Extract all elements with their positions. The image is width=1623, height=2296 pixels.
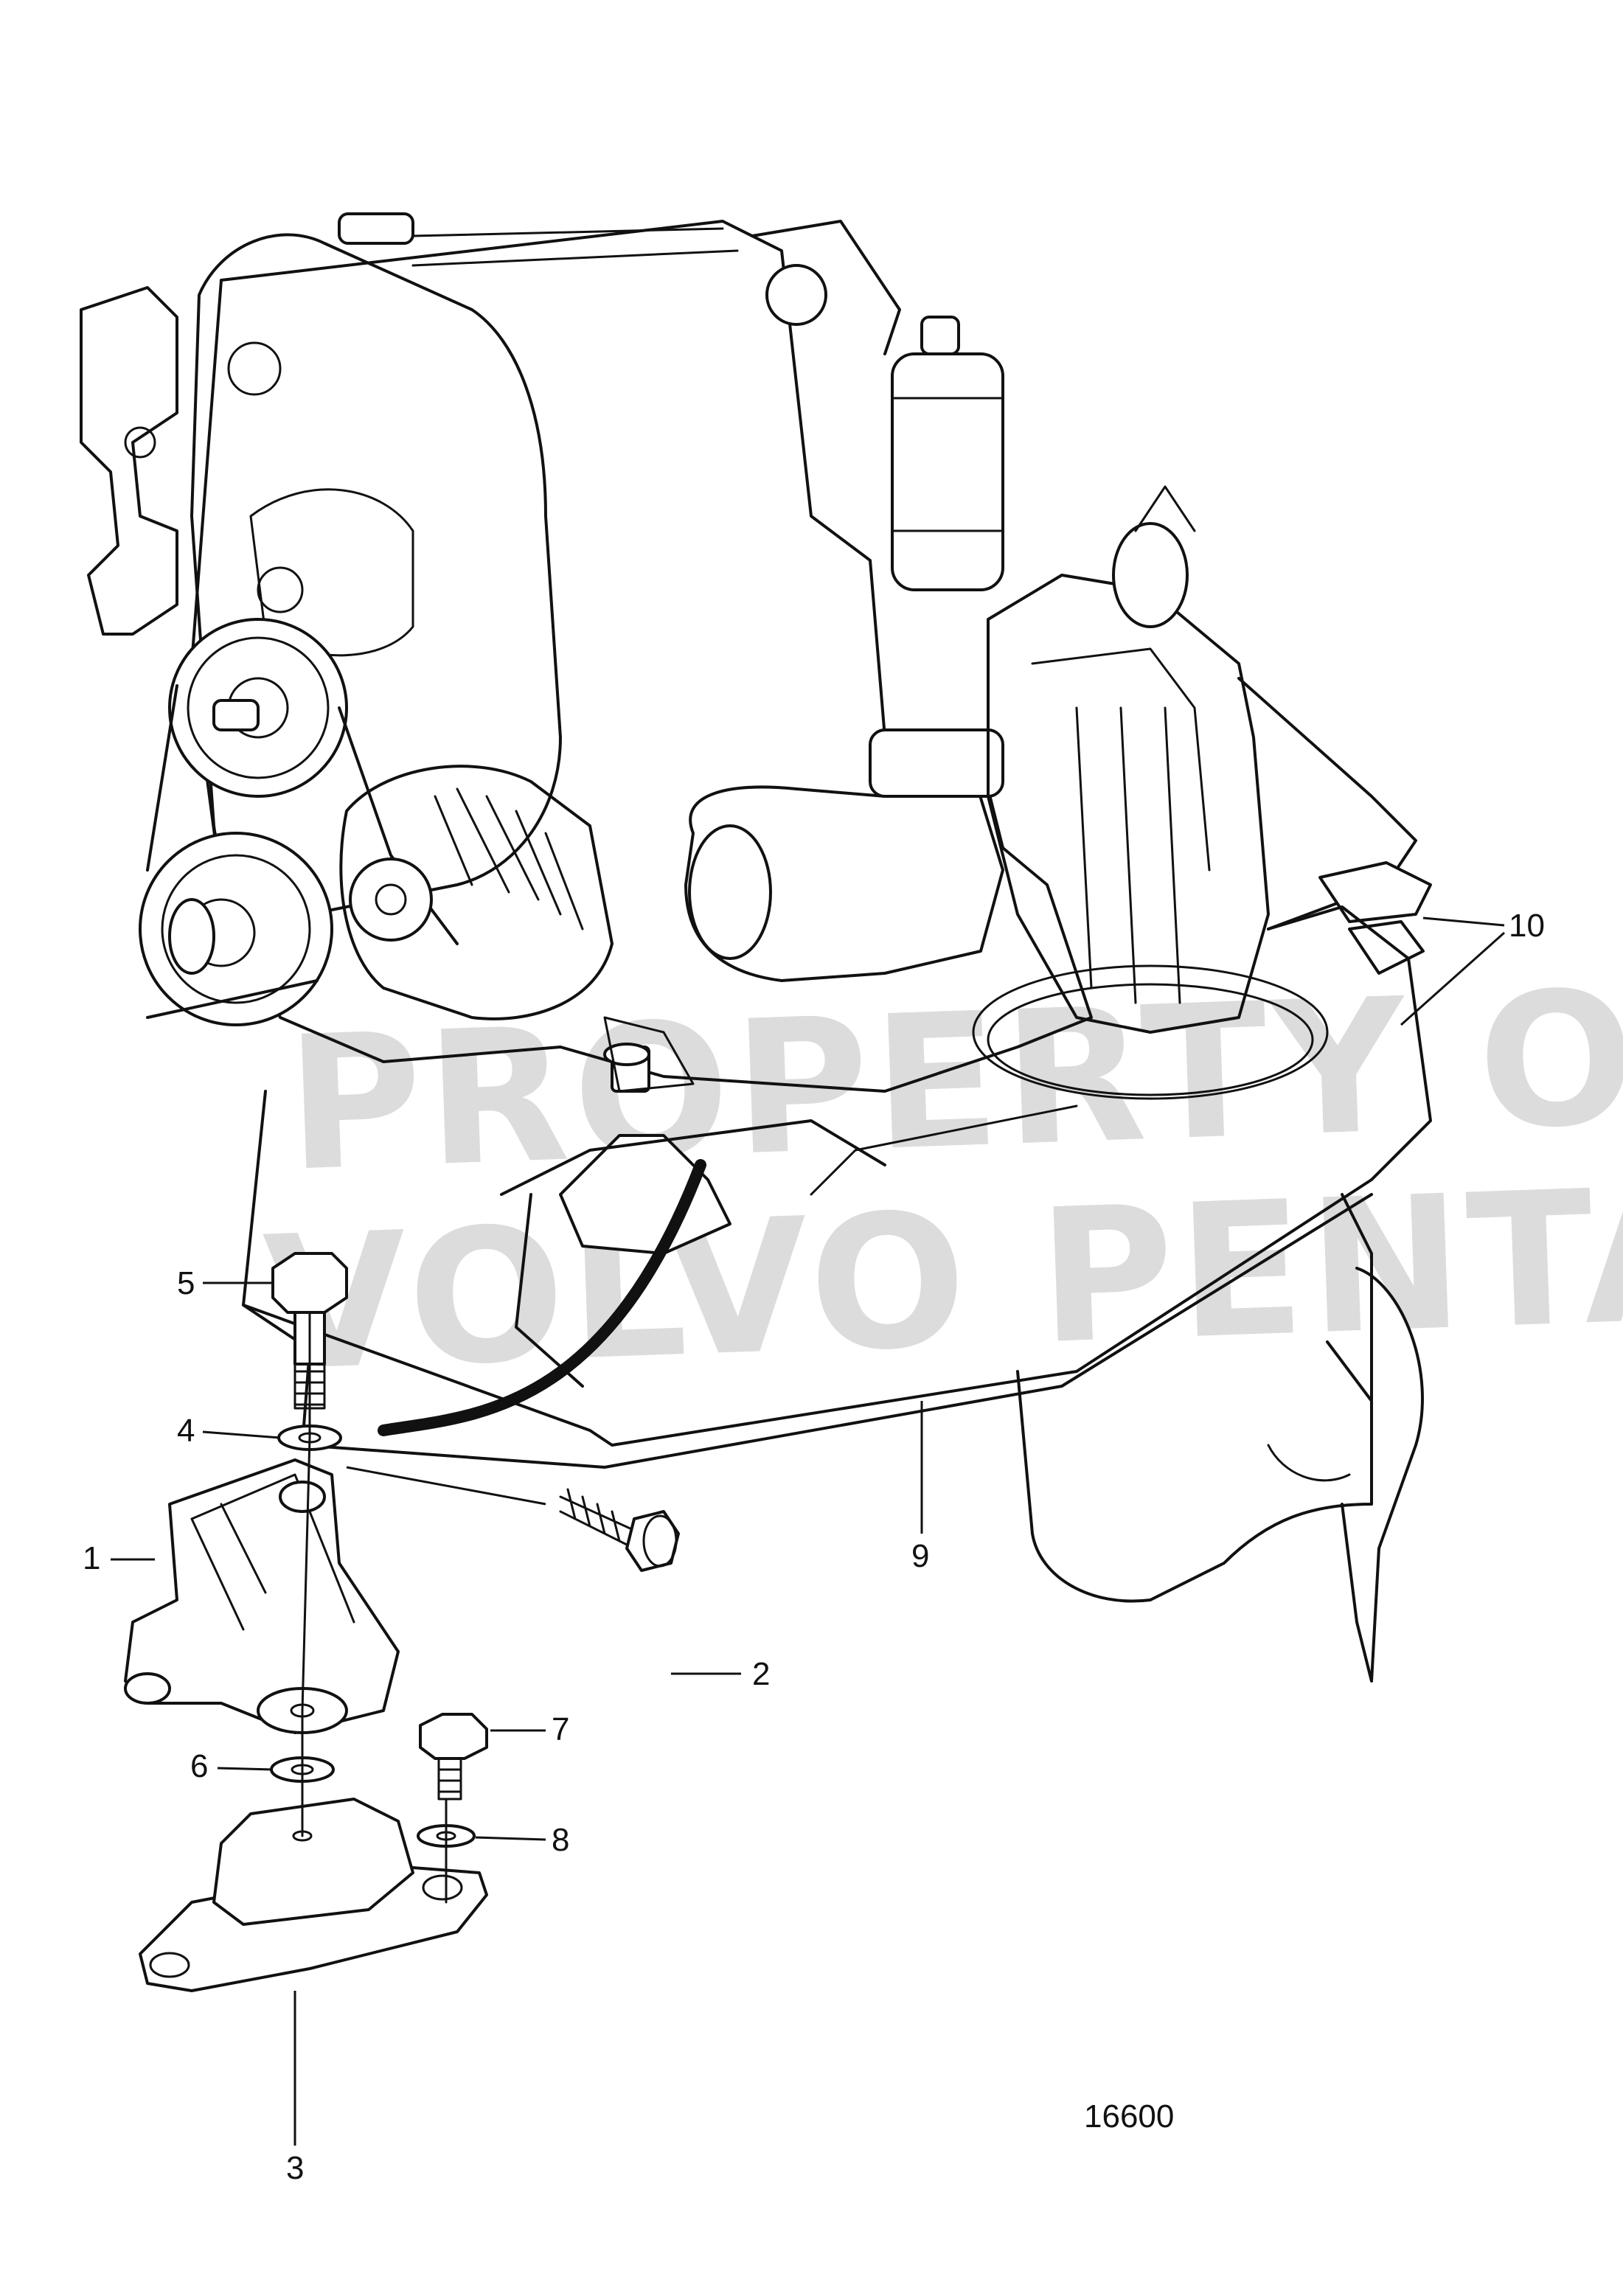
engine-bed xyxy=(242,905,1432,1683)
watermark: PROPERTY OF VOLVO PENTA xyxy=(260,946,1623,1412)
callout-label-10: 10 xyxy=(1509,908,1545,944)
callout-4: 4 xyxy=(177,1413,281,1449)
mount-parts xyxy=(124,1252,680,1992)
bolt-part-7 xyxy=(419,1713,488,1801)
bracket-part-1 xyxy=(124,1458,400,1734)
figure-number: 16600 xyxy=(1084,2098,1174,2135)
callout-label-7: 7 xyxy=(552,1711,569,1747)
callout-label-3: 3 xyxy=(286,2150,304,2186)
callout-label-5: 5 xyxy=(177,1265,195,1301)
callout-9: 9 xyxy=(911,1401,929,1574)
callout-label-1: 1 xyxy=(83,1540,100,1576)
rubber-mount-part-3 xyxy=(139,1798,488,1992)
callout-label-4: 4 xyxy=(177,1413,195,1449)
watermark-line-1: PROPERTY OF xyxy=(283,946,1623,1212)
callout-label-2: 2 xyxy=(752,1656,770,1692)
callout-5: 5 xyxy=(177,1265,273,1301)
callouts: 1 2 3 4 5 6 7 8 xyxy=(83,908,1545,2186)
callout-3: 3 xyxy=(286,1991,304,2186)
callout-label-9: 9 xyxy=(911,1538,929,1574)
bolt-part-2 xyxy=(559,1488,680,1572)
callout-8: 8 xyxy=(475,1822,569,1858)
watermark-line-2: VOLVO PENTA xyxy=(260,1147,1623,1412)
callout-label-8: 8 xyxy=(552,1822,569,1858)
callout-2: 2 xyxy=(346,1466,770,1692)
engine-illustration xyxy=(80,212,1432,1255)
callout-7: 7 xyxy=(490,1711,569,1747)
callout-6: 6 xyxy=(190,1748,274,1784)
callout-10: 10 xyxy=(1400,908,1545,1026)
callout-label-6: 6 xyxy=(190,1748,208,1784)
callout-1: 1 xyxy=(83,1540,155,1576)
